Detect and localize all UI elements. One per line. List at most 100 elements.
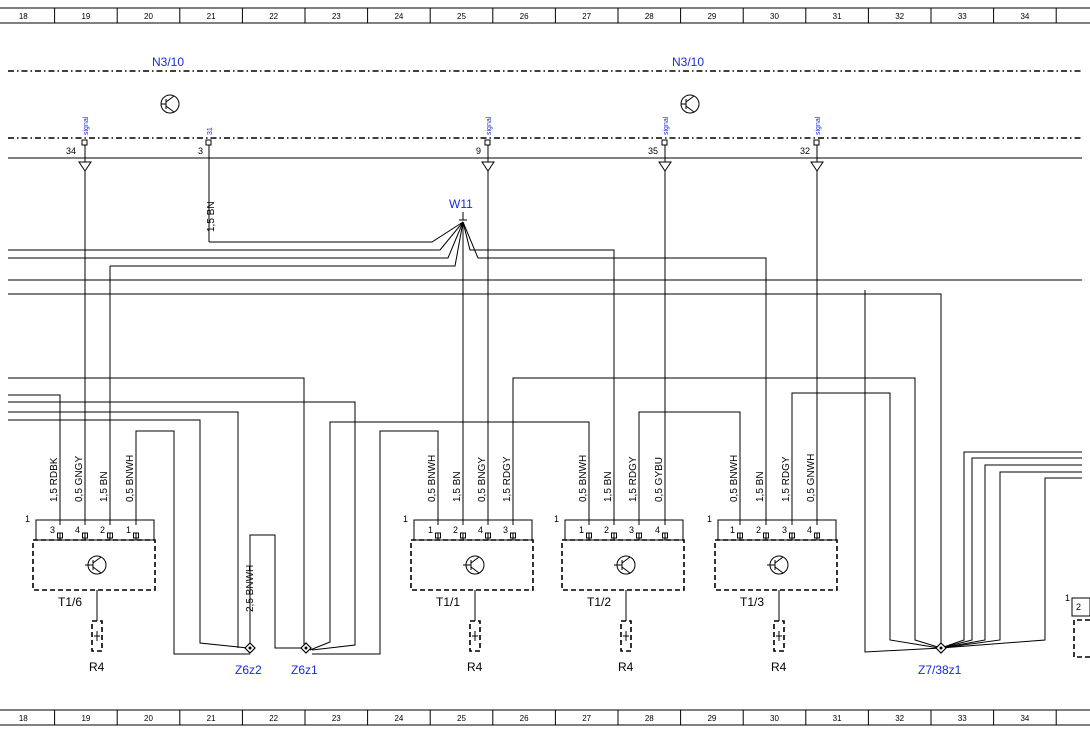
grid-cell-label: 20 <box>144 714 153 723</box>
transmitter-pin-number: 4 <box>807 525 812 535</box>
wire-color-label: 0,5 GYBU <box>654 457 665 502</box>
grid-cell-label: 24 <box>394 714 403 723</box>
svg-text:1: 1 <box>1065 593 1070 603</box>
transmitter-pin-number: 2 <box>756 525 761 535</box>
wire-color-label: 0,5 BNWH <box>125 455 136 502</box>
grid-cell-label: 34 <box>1020 714 1029 723</box>
module-pin[interactable]: signal 35 <box>648 116 672 172</box>
wire-z6z2 <box>249 534 304 649</box>
grid-cell-label: 22 <box>269 12 278 21</box>
grid-cell-label: 29 <box>707 714 716 723</box>
transmitter-pin-number: 3 <box>50 525 55 535</box>
module-pin[interactable]: 31 3 <box>198 127 214 242</box>
resistor-label: R4 <box>771 660 787 674</box>
svg-text:signal: signal <box>815 116 822 135</box>
grid-cell-label: 25 <box>457 714 466 723</box>
resistor-r4: R4 <box>618 590 634 674</box>
transmitter-name: T1/2 <box>587 595 611 609</box>
grid-cell-label: 34 <box>1020 12 1029 21</box>
wire-color-label: 1,5 BN <box>755 471 766 502</box>
module-label-left[interactable]: N3/10 <box>152 55 184 69</box>
transmitter-name: T1/3 <box>740 595 764 609</box>
grid-cell-label: 22 <box>269 714 278 723</box>
transistor-icon <box>680 94 700 114</box>
grid-cell-label: 33 <box>958 12 967 21</box>
svg-text:34: 34 <box>66 146 76 156</box>
transmitter-index: 1 <box>25 514 30 524</box>
resistor-label: R4 <box>618 660 634 674</box>
grid-cell-label: 26 <box>520 714 529 723</box>
svg-text:3: 3 <box>198 146 203 156</box>
grid-cell-label: 24 <box>394 12 403 21</box>
svg-text:signal: signal <box>83 116 90 135</box>
wire-color-label: 1,5 RDBK <box>49 457 60 502</box>
transmitter-pin-number: 1 <box>579 525 584 535</box>
module-pin[interactable]: signal 9 <box>476 116 495 172</box>
routing-wires <box>8 290 1082 655</box>
transmitter-pin-number: 2 <box>453 525 458 535</box>
wire-color-label: 0,5 GNGY <box>74 456 85 502</box>
splice-z6z2[interactable]: Z6z2 <box>235 642 262 677</box>
wire-color-label: 0,5 BNGY <box>477 457 488 502</box>
grid-cell-label: 23 <box>332 714 341 723</box>
wire-color-label: 0,5 BNWH <box>578 455 589 502</box>
transistor-icon <box>767 555 789 575</box>
grid-cell-label: 27 <box>582 12 591 21</box>
transmitter-pin-number: 3 <box>629 525 634 535</box>
module-pin[interactable]: signal 34 <box>66 116 92 172</box>
transmitter-index: 1 <box>403 514 408 524</box>
grid-cell-label: 28 <box>645 12 654 21</box>
grid-cell-label: 21 <box>207 714 216 723</box>
wire-color-label: 0,5 BNWH <box>427 455 438 502</box>
grid-cell-label: 23 <box>332 12 341 21</box>
grid-cell-label: 29 <box>707 12 716 21</box>
wire-color-label: 1,5 RDGY <box>781 456 792 502</box>
transistor-icon <box>85 555 107 575</box>
grid-cell-label: 18 <box>19 714 28 723</box>
grid-cell-label: 31 <box>833 714 842 723</box>
grid-cell-label: 25 <box>457 12 466 21</box>
svg-text:signal: signal <box>663 116 670 135</box>
wire-color-label: 1,5 BN <box>452 471 463 502</box>
transmitter-name: T1/6 <box>58 595 82 609</box>
transmitter-pin-number: 4 <box>75 525 80 535</box>
module-pin[interactable]: signal 32 <box>800 116 824 172</box>
transmitter-pin-number: 4 <box>655 525 660 535</box>
transmitter-pin-number: 2 <box>100 525 105 535</box>
transistor-icon <box>160 94 180 114</box>
module-label-right[interactable]: N3/10 <box>672 55 704 69</box>
transistor-icon <box>614 555 636 575</box>
ground-point-w11[interactable]: W11 <box>449 197 473 211</box>
wire-color-label: 0,5 GNWH <box>806 454 817 502</box>
transmitter-pin-number: 3 <box>782 525 787 535</box>
grid-cell-label: 30 <box>770 714 779 723</box>
grid-cell-label: 26 <box>520 12 529 21</box>
grid-cell-label: 30 <box>770 12 779 21</box>
grid-cell-label: 19 <box>81 12 90 21</box>
svg-text:32: 32 <box>800 146 810 156</box>
splice-z6z1[interactable]: Z6z1 <box>291 642 318 677</box>
bus-to-z7 <box>8 293 942 648</box>
transmitter-pin-number: 3 <box>503 525 508 535</box>
svg-text:35: 35 <box>648 146 658 156</box>
w11-fan <box>8 221 767 525</box>
grid-cell-label: 33 <box>958 714 967 723</box>
grid-cell-label: 28 <box>645 714 654 723</box>
wire-color-label: 1,5 BN <box>99 471 110 502</box>
wire-color-label: 0,5 BNWH <box>729 455 740 502</box>
svg-text:9: 9 <box>476 146 481 156</box>
splice-z7-38z1[interactable]: Z7/38z1 <box>918 642 962 677</box>
transmitter-name: T1/1 <box>436 595 460 609</box>
transmitter-pin-number: 2 <box>604 525 609 535</box>
grid-cell-label: 27 <box>582 714 591 723</box>
transmitter-group: 1 3 1,5 RDBK 4 0,5 GNGY 2 1,5 BN 1 0,5 BNWH T1/6R… <box>25 454 838 674</box>
transistor-icon <box>463 555 485 575</box>
svg-text:signal: signal <box>486 116 493 135</box>
resistor-label: R4 <box>89 660 105 674</box>
